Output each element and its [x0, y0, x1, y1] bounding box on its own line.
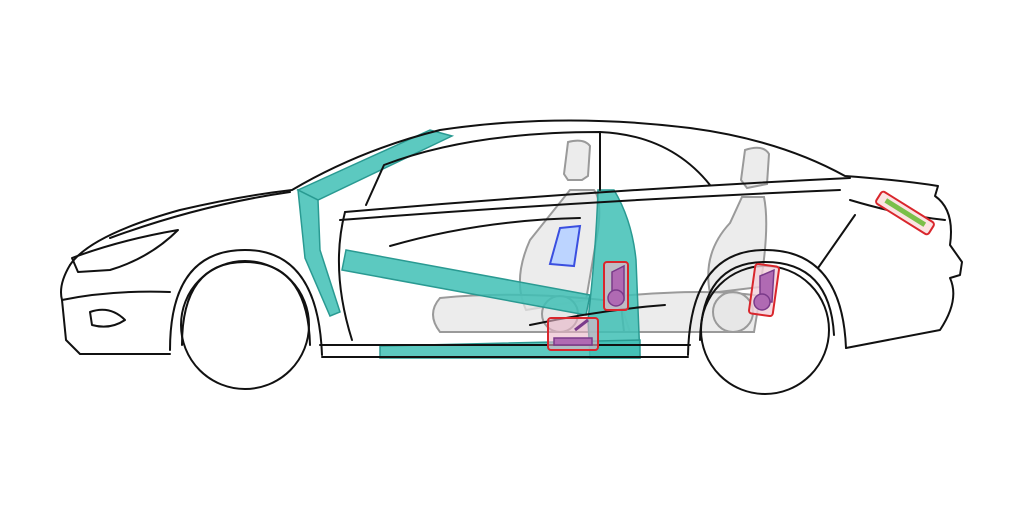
rocker-sill	[379, 339, 641, 359]
a-pillar-lower	[297, 188, 341, 317]
front-wheel	[180, 260, 310, 390]
seat-side-airbag	[548, 224, 582, 268]
rear-seat	[618, 146, 771, 333]
rear-light-component	[875, 190, 935, 236]
buckle-pretensioner	[547, 317, 599, 351]
rear-seatbelt-pretensioner	[748, 262, 780, 318]
a-pillar-upper	[296, 129, 455, 201]
front-seatbelt-pretensioner	[603, 261, 629, 311]
